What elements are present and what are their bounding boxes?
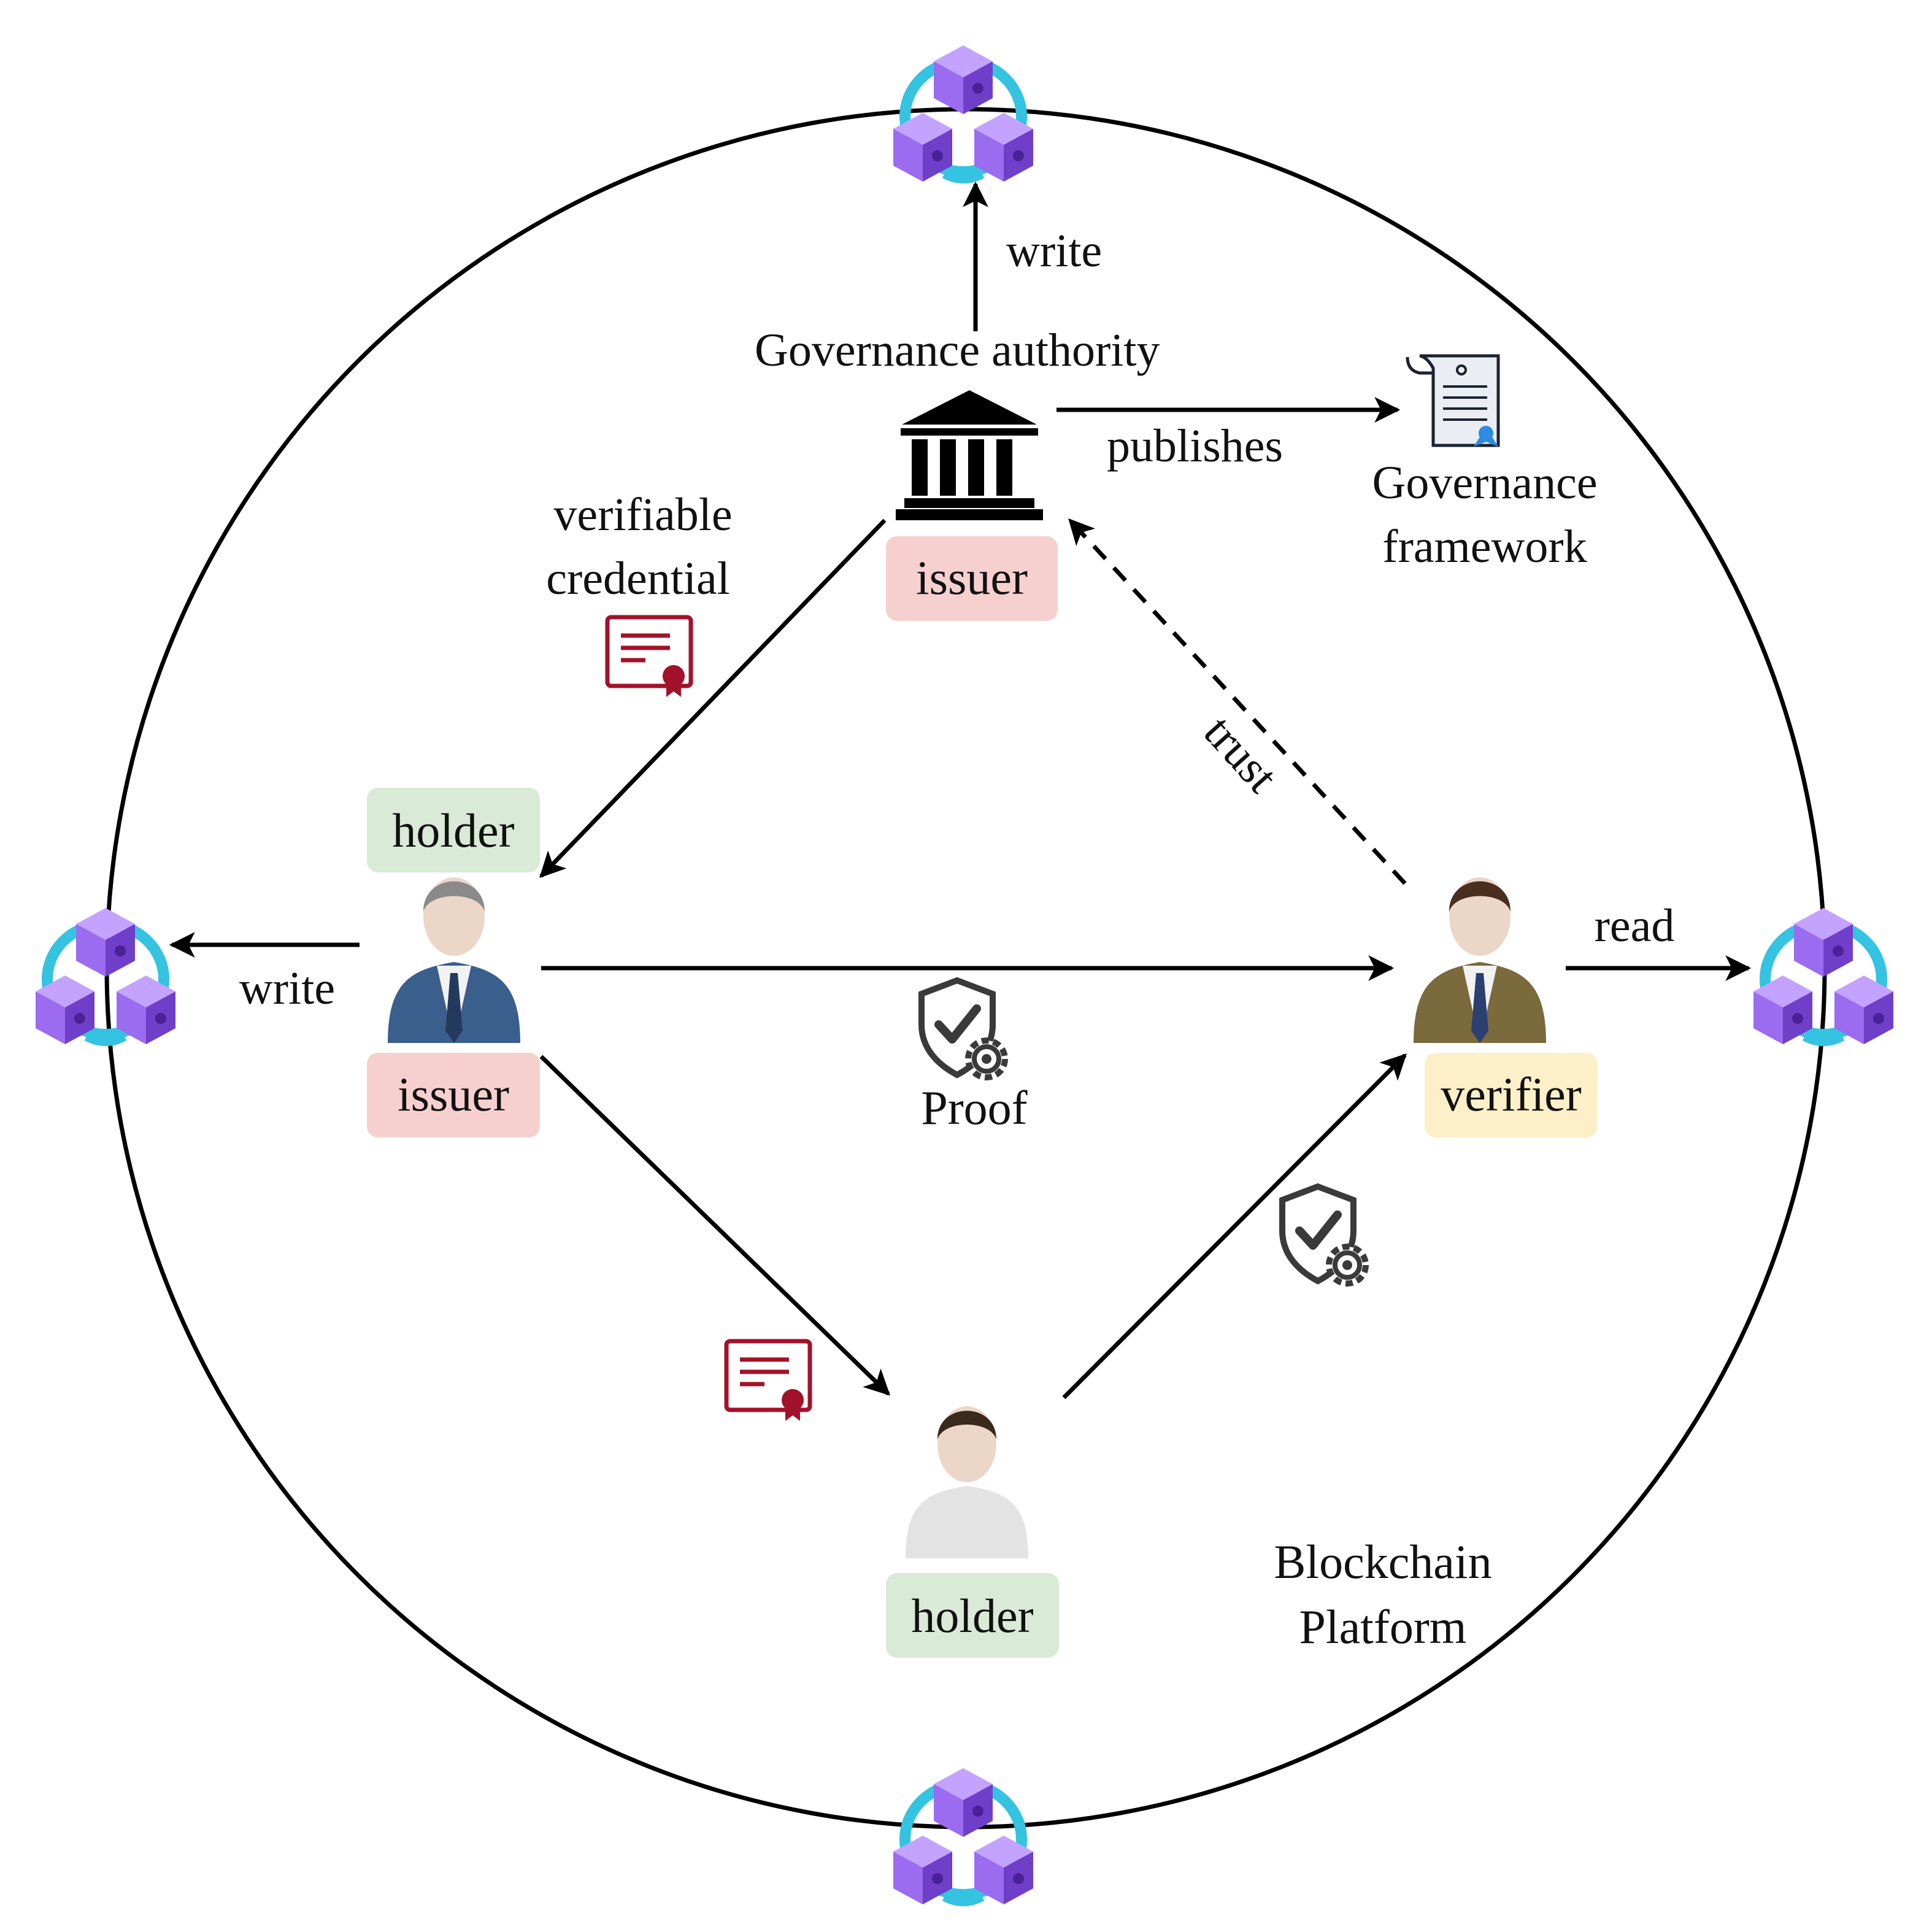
governance-document-icon	[1406, 354, 1500, 447]
issuer-badge	[886, 536, 1058, 621]
read-label: read	[1595, 900, 1675, 952]
proof-label: Proof	[921, 1081, 1027, 1134]
governance-framework-label: Governance	[1372, 457, 1597, 509]
credential-issue-arrow	[539, 518, 887, 879]
blockchain-node-icon	[893, 45, 1033, 182]
blockchain-node-icon	[36, 908, 175, 1044]
governance-authority-label: Governance authority	[755, 325, 1160, 376]
person-icon	[906, 1406, 1028, 1558]
blockchain-node-icon	[893, 1768, 1033, 1904]
government-building-icon	[896, 390, 1043, 520]
verifiable-credential-label: verifiable	[553, 489, 732, 541]
holder-badge-label: holder	[392, 804, 514, 857]
governance-framework-label: framework	[1382, 521, 1587, 572]
issuer-badge-label: issuer	[916, 551, 1028, 604]
shield-gear-icon	[922, 980, 1005, 1077]
issuer-badge-label: issuer	[398, 1068, 509, 1121]
issuer-badge	[367, 1053, 540, 1137]
publishes-label: publishes	[1107, 420, 1283, 472]
trust-label: trust	[1194, 706, 1288, 802]
holder-badge-label: holder	[911, 1589, 1033, 1642]
verifier-badge-label: verifier	[1441, 1068, 1582, 1121]
write-label: write	[1006, 225, 1102, 277]
person-icon	[1414, 877, 1546, 1043]
certificate-icon	[726, 1341, 810, 1421]
trust-arrow	[1068, 518, 1407, 885]
certificate-icon	[607, 617, 691, 697]
holder-badge	[886, 1573, 1059, 1658]
blockchain-platform-label: Blockchain	[1274, 1535, 1491, 1588]
blockchain-platform-label: Platform	[1299, 1600, 1467, 1653]
holder-to-verifier-arrow	[1062, 1053, 1407, 1399]
credential-to-holder-arrow	[539, 1055, 891, 1396]
verifier-badge	[1425, 1053, 1598, 1137]
verifiable-credential-label: credential	[546, 553, 730, 604]
write-label: write	[239, 963, 335, 1014]
person-icon	[388, 877, 520, 1043]
shield-gear-icon	[1282, 1187, 1366, 1283]
holder-badge	[367, 788, 540, 872]
